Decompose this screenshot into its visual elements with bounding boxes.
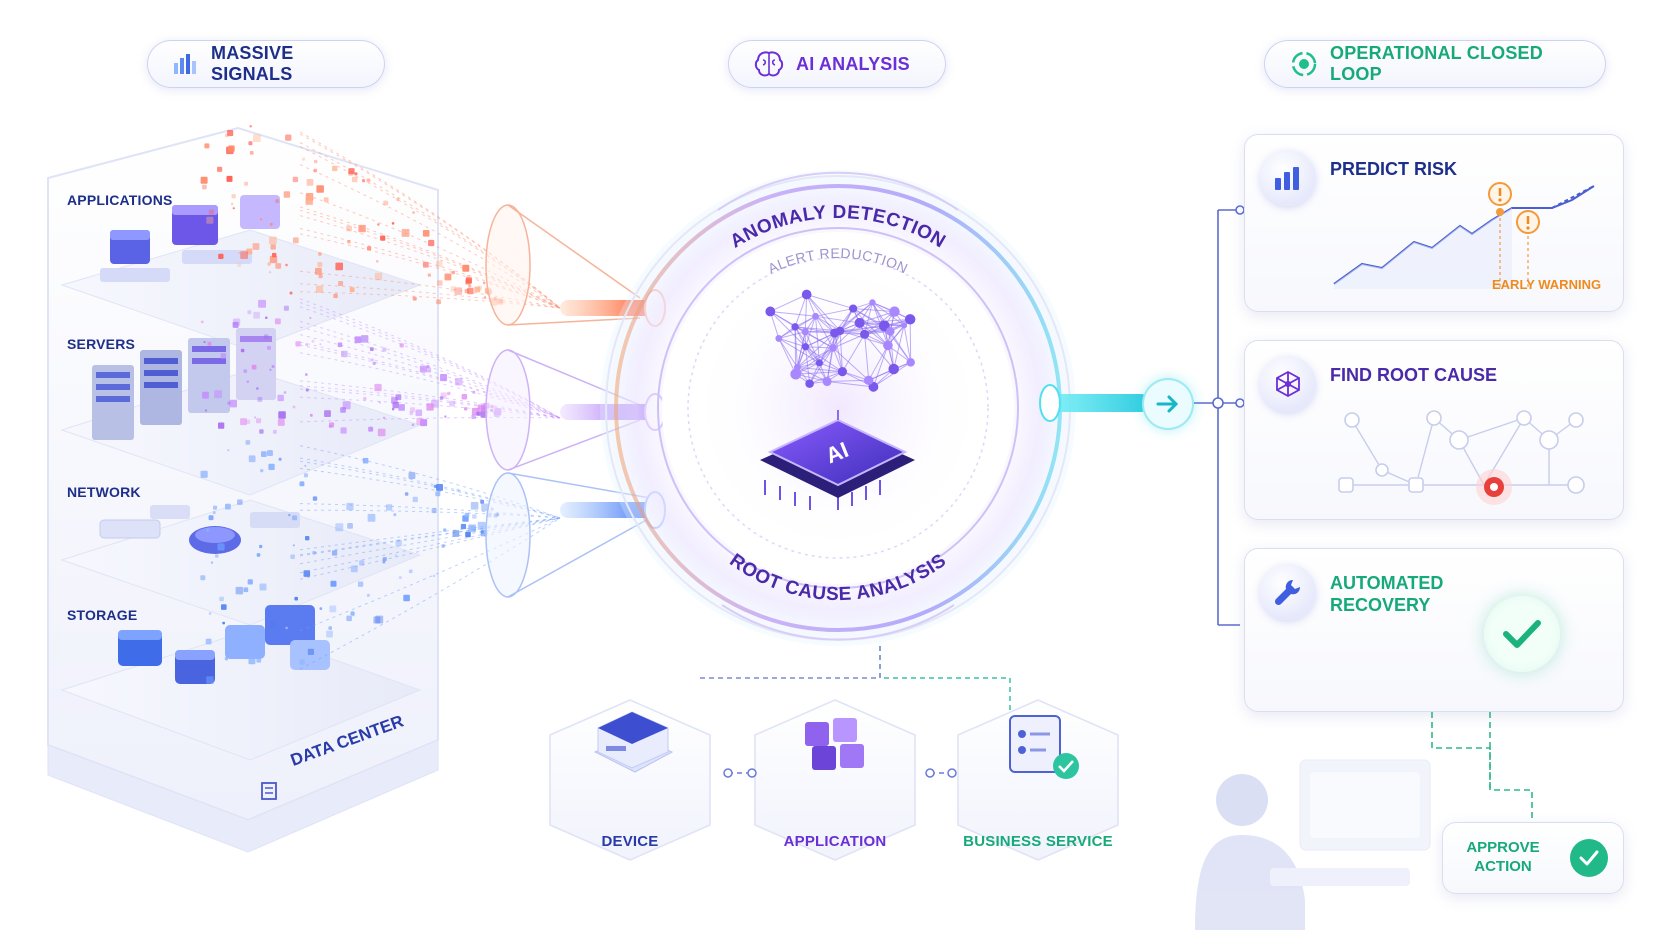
network-node-icon	[1276, 370, 1300, 398]
alert-reduction-label: ALERT REDUCTION	[765, 245, 910, 277]
section-title: AI ANALYSIS	[796, 53, 910, 74]
ai-ring	[600, 170, 1076, 646]
application-icon	[805, 718, 864, 770]
card-icon	[1260, 356, 1316, 412]
ai-chip	[760, 410, 915, 510]
output-tube	[1039, 384, 1150, 422]
signal-funnels	[485, 204, 651, 598]
card-find-root-cause[interactable]: FIND ROOT CAUSE	[1244, 340, 1624, 520]
layer-servers: SERVERS	[67, 336, 136, 352]
risk-trend-chart	[1333, 182, 1595, 289]
operator-silhouette	[1195, 759, 1431, 930]
section-massive-signals: MASSIVE SIGNALS	[147, 40, 385, 88]
wrench-icon	[1274, 579, 1301, 606]
card-automated-recovery[interactable]: AUTOMATED RECOVERY	[1244, 548, 1624, 712]
warning-icon	[1516, 210, 1540, 234]
card-icon	[1260, 564, 1316, 620]
neural-network	[765, 289, 916, 392]
section-title: MASSIVE SIGNALS	[211, 43, 294, 84]
approve-check-icon	[1570, 839, 1608, 877]
section-ai-analysis: AI ANALYSIS	[728, 40, 946, 88]
approve-connectors	[1431, 712, 1533, 822]
anomaly-detection-label: ANOMALY DETECTION	[727, 202, 949, 253]
card-title: FIND ROOT CAUSE	[1330, 365, 1498, 385]
loop-connectors	[1194, 205, 1245, 626]
topology-business-service-label: BUSINESS SERVICE	[963, 833, 1113, 850]
device-icon	[593, 711, 674, 773]
success-check-icon	[1484, 596, 1560, 672]
approve-line2: ACTION	[1474, 858, 1532, 875]
card-title: PREDICT RISK	[1330, 159, 1458, 179]
topology-application-label: APPLICATION	[783, 833, 887, 850]
forward-arrow-button[interactable]	[1144, 380, 1192, 428]
topology-device-label: DEVICE	[601, 833, 659, 850]
section-title: OPERATIONAL CLOSED LOOP	[1330, 43, 1543, 84]
data-center-tower	[47, 126, 439, 853]
card-icon	[1260, 150, 1316, 206]
loop-icon	[1291, 51, 1317, 77]
layer-network: NETWORK	[67, 484, 141, 500]
layer-storage: STORAGE	[67, 607, 138, 623]
card-title: AUTOMATED RECOVERY	[1330, 572, 1443, 616]
section-operational-closed-loop: OPERATIONAL CLOSED LOOP	[1264, 40, 1606, 88]
root-cause-analysis-label: ROOT CAUSE ANALYSIS	[726, 550, 951, 605]
signal-particles	[200, 125, 561, 684]
warning-icon	[1488, 182, 1512, 206]
recovery-title-line2: RECOVERY	[1330, 595, 1431, 615]
layer-applications: APPLICATIONS	[67, 192, 173, 208]
early-warning-label: EARLY WARNING	[1492, 277, 1602, 292]
bar-chart-icon	[174, 54, 196, 74]
card-predict-risk[interactable]: PREDICT RISK	[1244, 134, 1624, 312]
approve-line1: APPROVE	[1466, 839, 1540, 856]
approve-text: APPROVE ACTION	[1462, 838, 1544, 876]
approve-action-button[interactable]: APPROVE ACTION	[1442, 822, 1624, 894]
business-service-icon	[1009, 715, 1079, 779]
ai-chip-label: AI	[822, 437, 852, 468]
topology-hexes	[549, 699, 1119, 861]
brain-icon	[754, 51, 784, 77]
root-cause-graph	[1338, 410, 1585, 505]
check-icon	[1503, 620, 1541, 648]
recovery-title-line1: AUTOMATED	[1330, 573, 1444, 593]
bar-chart-icon	[1275, 167, 1299, 190]
arrow-right-icon	[1156, 395, 1179, 413]
check-icon	[1579, 850, 1599, 866]
